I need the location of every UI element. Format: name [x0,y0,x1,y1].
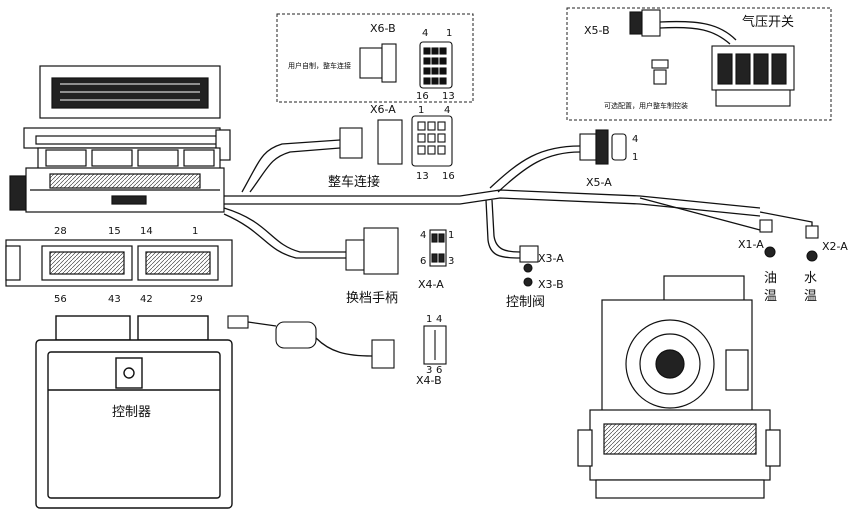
x6a-pin-4: 4 [444,105,450,116]
ecu-connector-block [5,239,233,287]
x6b-pin-16: 16 [416,91,429,102]
x5a-pin-4: 4 [632,134,638,145]
controller-box [35,315,233,509]
x4a-pin-3: 3 [448,256,454,267]
x6b-dashed-box [276,13,474,103]
ecu-pin-28: 28 [54,226,67,237]
harness-wires [223,20,813,357]
x4a-label: X4-A [418,278,444,291]
ecu-pin-43: 43 [108,294,121,305]
ecu-pin-56: 56 [54,294,67,305]
x4b-connector [423,325,447,365]
ecu-pin-15: 15 [108,226,121,237]
air-pressure-switch [711,45,795,107]
x6a-connector [339,115,453,167]
x5a-pin-1: 1 [632,152,638,163]
transmission [577,275,781,499]
x4a-connector [429,229,447,267]
x6b-label: X6-B [370,22,396,35]
x6b-note: 用户自制，整车连接 [288,61,351,70]
x6b-pin-4: 4 [422,28,428,39]
x3b-label: X3-B [538,278,564,291]
water-temp-label-2: 温 [804,289,817,304]
x4a-pin-1: 1 [448,230,454,241]
x6a-pin-16: 16 [442,171,455,182]
x2a-label: X2-A [822,240,848,253]
x5a-connector [579,129,627,165]
x6b-pin-13: 13 [442,91,455,102]
controller-label: 控制器 [112,405,151,420]
x6b-connector [359,41,453,89]
x4b-pin-1: 1 [426,314,432,325]
shift-handle-connector [345,227,399,275]
control-valve-label: 控制阀 [506,295,545,310]
ecu-pin-1: 1 [192,226,198,237]
x4a-pin-4: 4 [420,230,426,241]
x5b-note: 可选配置，用户整车制控装 [604,101,688,110]
x4b-label: X4-B [416,374,442,387]
lower-shift-cable [227,315,395,369]
ecu-pin-14: 14 [140,226,153,237]
x3a-label: X3-A [538,252,564,265]
x4b-pin-3: 3 [426,365,432,376]
ecu-pin-42: 42 [140,294,153,305]
x6b-pin-1: 1 [446,28,452,39]
x5a-label: X5-A [586,176,612,189]
x6a-pin-1: 1 [418,105,424,116]
x4a-pin-6: 6 [420,256,426,267]
x6a-pin-13: 13 [416,171,429,182]
x6a-label: X6-A [370,103,396,116]
water-temp-label-1: 水 [804,271,817,286]
air-pressure-switch-label: 气压开关 [742,14,794,30]
x5b-dashed-box [566,7,832,121]
sensors [759,219,819,262]
x1a-label: X1-A [738,238,764,251]
ecu-top-unit [9,65,231,213]
oil-temp-label-2: 温 [764,289,777,304]
oil-temp-label-1: 油 [764,271,777,286]
shift-handle-label: 换档手柄 [346,291,398,306]
control-valve [519,245,539,287]
ecu-pin-29: 29 [190,294,203,305]
x5b-connector [629,9,669,85]
vehicle-connection-label: 整车连接 [328,174,380,190]
x4b-pin-4: 4 [436,314,442,325]
x4b-pin-6: 6 [436,365,442,376]
x5b-label: X5-B [584,24,610,37]
